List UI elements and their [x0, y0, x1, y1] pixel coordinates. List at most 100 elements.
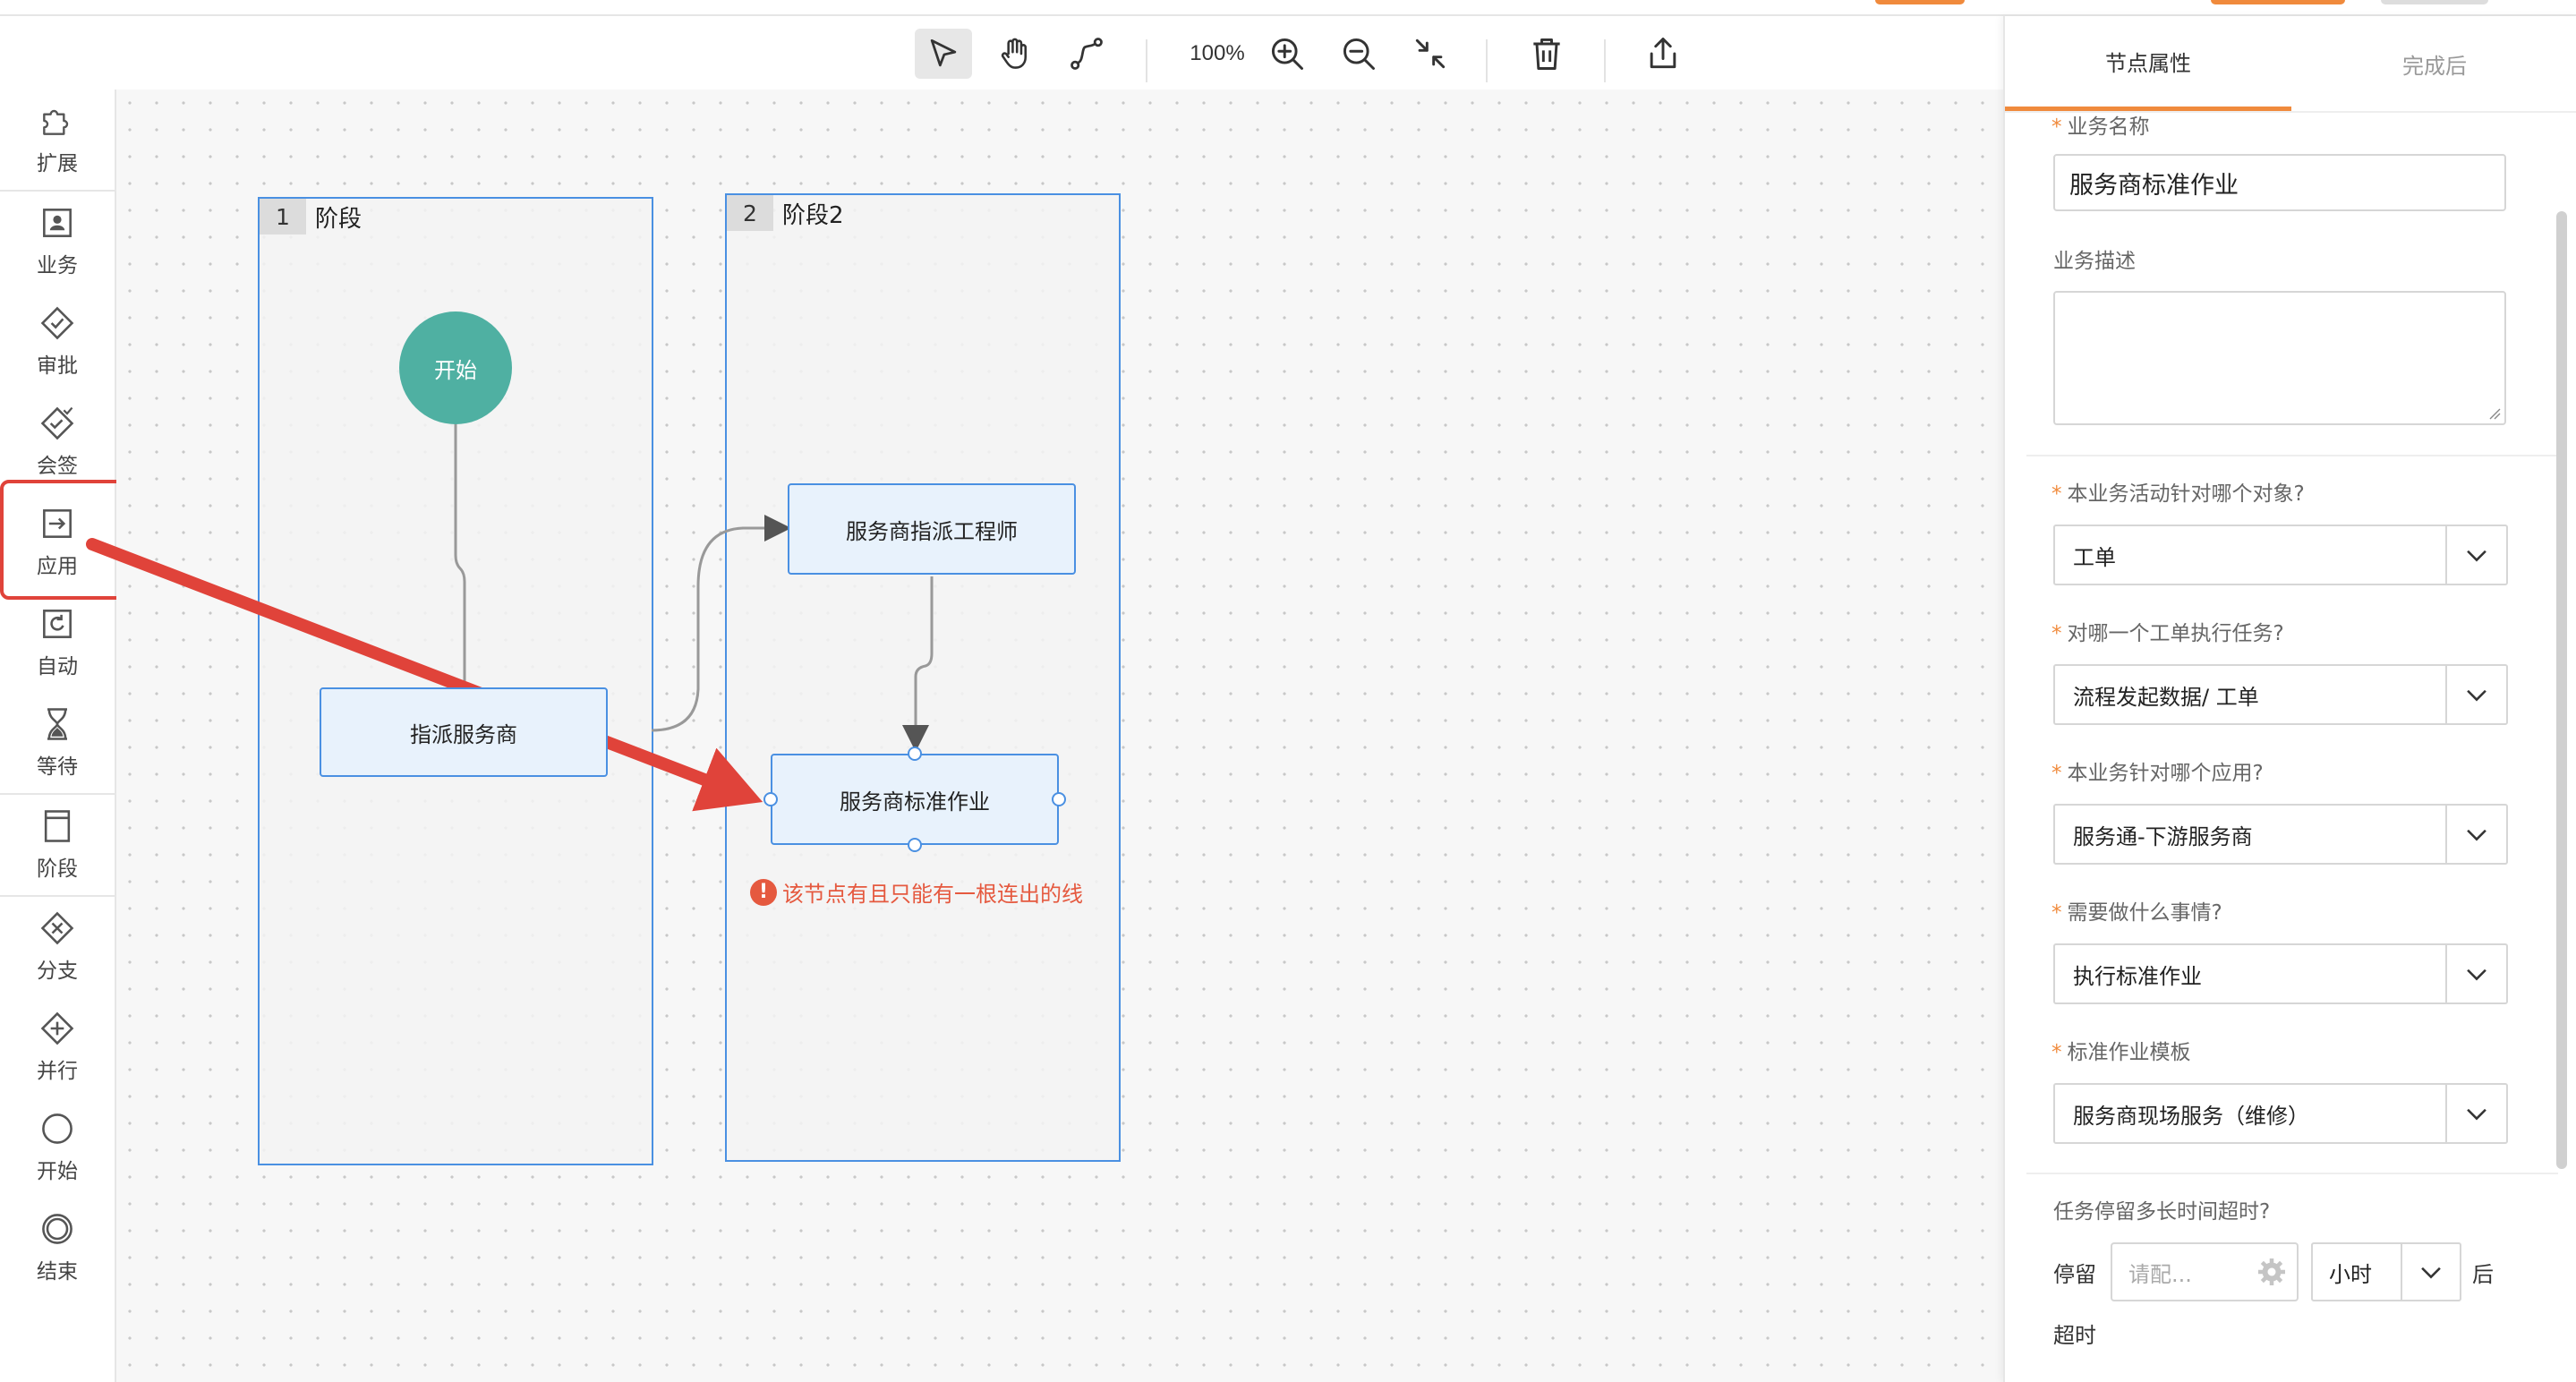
after-label: 后: [2472, 1262, 2494, 1287]
field-label-application: *本业务针对哪个应用?: [2051, 762, 2264, 785]
chevron-down-icon: [2467, 689, 2486, 702]
stay-label: 停留: [2053, 1262, 2096, 1287]
timeout-unit-select[interactable]: 小时: [2311, 1242, 2461, 1301]
palette-item-label: 扩展: [37, 152, 78, 175]
palette-item-business[interactable]: 业务: [0, 192, 115, 290]
palette-item-parallel[interactable]: 并行: [0, 997, 115, 1096]
fit-view-button[interactable]: [1402, 29, 1459, 79]
select-value: 小时: [2329, 1261, 2372, 1287]
toolbar-separator: [1486, 39, 1488, 82]
properties-panel: 节点属性 完成后 *业务名称 服务商标准作业 业务描述 *本业务活动针对哪个对象…: [2003, 16, 2576, 1382]
stage-number: 2: [727, 195, 773, 231]
tab-label: 完成后: [2402, 53, 2467, 79]
select-arrow[interactable]: [2445, 1085, 2506, 1142]
tab-after-completion[interactable]: 完成后: [2291, 16, 2576, 111]
end-circle-icon: [42, 1214, 73, 1244]
palette-item-end[interactable]: 结束: [0, 1198, 115, 1296]
top-strip: [0, 0, 2576, 16]
timeout-value-input[interactable]: 请配...: [2111, 1242, 2299, 1301]
palette-item-application[interactable]: 应用: [0, 492, 115, 591]
palette-item-extension[interactable]: 扩展: [0, 90, 115, 188]
chevron-down-icon: [2467, 1108, 2486, 1121]
id-card-icon: [43, 209, 72, 237]
hourglass-icon: [47, 708, 67, 740]
select-tool-button[interactable]: [915, 29, 972, 79]
stage-lane-2[interactable]: 2 阶段2: [725, 193, 1121, 1162]
chevron-down-icon: [2467, 829, 2486, 841]
palette-item-start[interactable]: 开始: [0, 1097, 115, 1196]
zoom-out-button[interactable]: [1330, 29, 1387, 79]
export-button[interactable]: [1634, 29, 1692, 79]
node-anchor-left[interactable]: [763, 792, 778, 806]
top-accent: [2381, 0, 2488, 4]
biz-name-input[interactable]: 服务商标准作业: [2053, 154, 2506, 211]
tab-node-properties[interactable]: 节点属性: [2005, 16, 2291, 111]
palette-item-label: 自动: [37, 655, 78, 678]
hand-icon: [1001, 38, 1028, 69]
palette-item-countersign[interactable]: 会签: [0, 392, 115, 491]
workorder-select[interactable]: 流程发起数据/ 工单: [2053, 664, 2508, 725]
panel-scrollbar[interactable]: [2556, 211, 2567, 1169]
zoom-in-icon: [1271, 38, 1303, 70]
app-arrow-icon: [43, 509, 72, 538]
stage-number: 1: [260, 199, 306, 235]
select-arrow[interactable]: [2445, 666, 2506, 723]
connect-icon: [1070, 38, 1103, 70]
biz-desc-label: 业务描述: [2053, 250, 2136, 273]
select-value: 流程发起数据/ 工单: [2073, 684, 2259, 710]
trash-icon: [1533, 38, 1560, 70]
start-circle-icon: [42, 1113, 73, 1144]
node-anchor-right[interactable]: [1052, 792, 1066, 806]
select-icon: [930, 38, 957, 67]
error-icon: !: [750, 878, 777, 906]
timeout-label: 任务停留多长时间超时?: [2053, 1200, 2271, 1224]
parallel-diamond-icon: [40, 1011, 74, 1045]
palette-item-branch[interactable]: 分支: [0, 897, 115, 995]
select-arrow[interactable]: [2445, 526, 2506, 584]
annotation-highlight-box: [0, 480, 125, 600]
field-label-workorder: *对哪一个工单执行任务?: [2051, 622, 2284, 645]
connect-tool-button[interactable]: [1058, 29, 1115, 79]
palette-item-label: 并行: [37, 1060, 78, 1083]
hand-tool-button[interactable]: [986, 29, 1044, 79]
tab-label: 节点属性: [2105, 51, 2191, 76]
select-value: 服务通-下游服务商: [2073, 823, 2253, 849]
stage-header: 1 阶段: [260, 199, 362, 235]
delete-button[interactable]: [1518, 29, 1575, 79]
palette-item-label: 应用: [37, 555, 78, 578]
stage-icon: [44, 810, 71, 842]
palette-item-label: 审批: [37, 354, 78, 378]
palette-item-automatic[interactable]: 自动: [0, 593, 115, 691]
gear-icon[interactable]: [2256, 1256, 2288, 1288]
biz-desc-textarea[interactable]: [2053, 291, 2506, 425]
zoom-out-icon: [1343, 38, 1375, 70]
select-arrow[interactable]: [2445, 806, 2506, 863]
field-label-object: *本业务活动针对哪个对象?: [2051, 482, 2305, 506]
node-label: 服务商指派工程师: [846, 518, 1018, 544]
palette-item-label: 会签: [37, 455, 78, 478]
palette-item-stage[interactable]: 阶段: [0, 795, 115, 893]
palette-item-approval[interactable]: 审批: [0, 292, 115, 390]
diamond-multi-check-icon: [40, 406, 74, 440]
object-select[interactable]: 工单: [2053, 525, 2508, 585]
node-anchor-bottom[interactable]: [908, 838, 922, 852]
puzzle-icon: [43, 109, 69, 135]
node-assign-engineer[interactable]: 服务商指派工程师: [788, 483, 1076, 575]
resize-handle-icon[interactable]: [2488, 407, 2501, 420]
palette-item-wait[interactable]: 等待: [0, 693, 115, 791]
zoom-in-button[interactable]: [1258, 29, 1316, 79]
application-select[interactable]: 服务通-下游服务商: [2053, 804, 2508, 865]
template-select[interactable]: 服务商现场服务（维修）: [2053, 1083, 2508, 1144]
start-node[interactable]: 开始: [399, 311, 512, 424]
select-arrow[interactable]: [2445, 945, 2506, 1002]
timeout-suffix: 超时: [2053, 1323, 2096, 1348]
node-dispatch-provider[interactable]: 指派服务商: [320, 687, 608, 777]
action-select[interactable]: 执行标准作业: [2053, 943, 2508, 1004]
chevron-down-icon: [2421, 1267, 2441, 1279]
node-anchor-top[interactable]: [908, 746, 922, 761]
node-standard-job[interactable]: 服务商标准作业: [771, 754, 1059, 845]
field-label-action: *需要做什么事情?: [2051, 901, 2222, 925]
select-arrow[interactable]: [2401, 1244, 2460, 1300]
auto-refresh-icon: [43, 610, 72, 638]
branch-diamond-icon: [40, 911, 74, 945]
